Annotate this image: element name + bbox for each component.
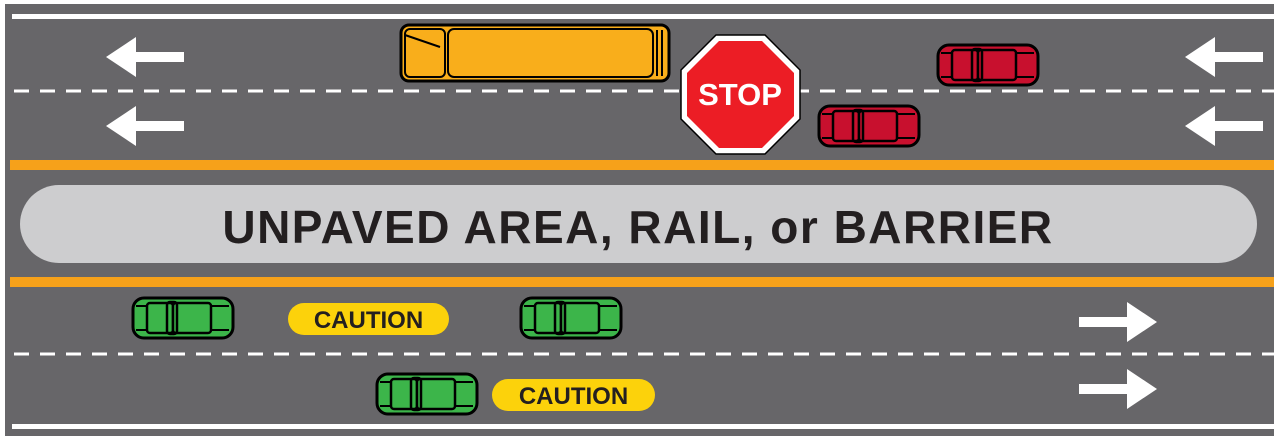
stopped-car-icon — [936, 43, 1040, 87]
caution-car-icon — [519, 296, 623, 340]
caution-badge: CAUTION — [288, 303, 449, 335]
stop-sign-label: STOP — [698, 77, 782, 112]
top-edge-line — [12, 14, 1274, 19]
median-label: UNPAVED AREA, RAIL, or BARRIER — [222, 201, 1053, 253]
caution-car-icon — [375, 372, 479, 416]
stopped-car-icon — [817, 104, 921, 148]
caution-badge-label: CAUTION — [314, 307, 423, 334]
caution-car-icon — [131, 296, 235, 340]
stop-sign-icon: STOP — [680, 34, 801, 155]
school-bus-icon — [399, 23, 671, 83]
bottom-edge-line — [12, 424, 1274, 429]
caution-badge-label: CAUTION — [519, 383, 628, 410]
upper-center-line — [10, 160, 1274, 170]
lower-center-line — [10, 277, 1274, 287]
caution-badge: CAUTION — [492, 379, 655, 411]
median-barrier — [20, 185, 1257, 263]
